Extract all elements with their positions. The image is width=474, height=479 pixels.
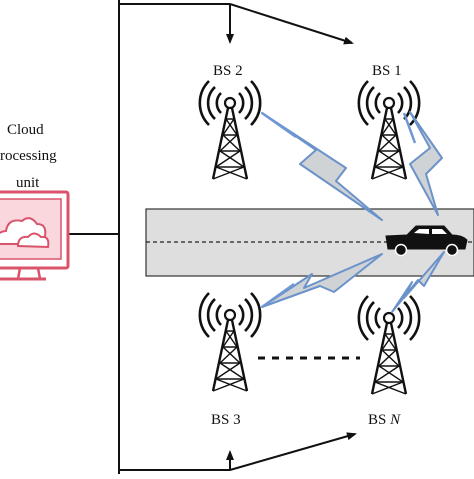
backhaul-lines xyxy=(66,0,230,474)
tower-bs2-icon xyxy=(198,79,262,181)
tower-bs3-icon xyxy=(198,291,262,393)
bsn-label-prefix: BS xyxy=(368,412,391,428)
bs3-label: BS 3 xyxy=(211,412,241,428)
bsn-label-variable: N xyxy=(390,412,401,428)
car-icon xyxy=(385,225,468,257)
bs2-label: BS 2 xyxy=(213,63,243,79)
link-bs3-car xyxy=(261,253,383,308)
link-bs2-car xyxy=(261,112,383,221)
beam-lines xyxy=(261,111,417,309)
wireless-links xyxy=(261,111,445,313)
link-bsn-car xyxy=(391,251,445,313)
link-bs1-car xyxy=(409,111,443,216)
arrow-to-bs1 xyxy=(229,3,354,45)
bsn-label: BS N xyxy=(368,411,400,429)
cloud-unit-label-line1: Cloud xyxy=(7,122,44,138)
cloud-unit-label-line2: rocessing xyxy=(0,148,57,164)
tower-bsn-icon xyxy=(357,294,421,396)
bs1-label: BS 1 xyxy=(372,63,402,79)
cloud-unit-label-line3: unit xyxy=(16,175,40,191)
arrow-to-bsn xyxy=(229,432,357,471)
cloud-monitor-icon xyxy=(0,190,70,281)
